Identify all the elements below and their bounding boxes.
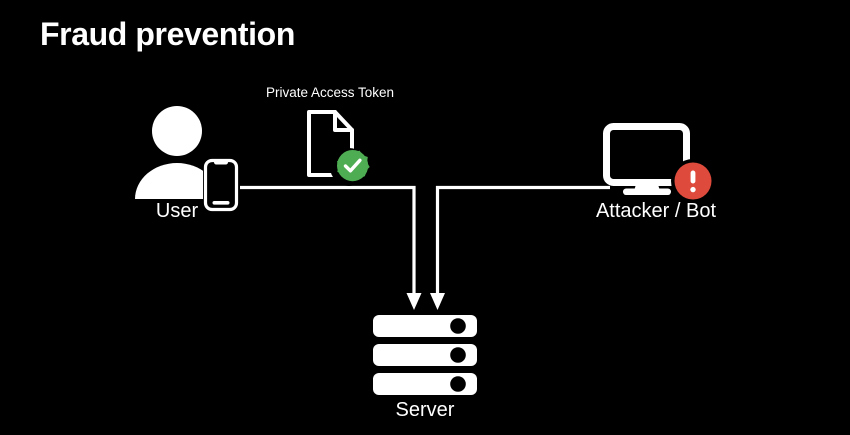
seal-core (337, 150, 369, 182)
page-title: Fraud prevention (40, 16, 295, 52)
phone-home-indicator (212, 201, 230, 205)
arrowhead-user-to-server (406, 293, 422, 310)
smartphone-icon (203, 158, 239, 212)
server-label: Server (395, 399, 455, 421)
server-bar-2 (373, 344, 477, 366)
private-access-token-label: Private Access Token (265, 85, 395, 100)
alert-exclamation-dot (690, 186, 696, 193)
green-check-seal-icon (330, 148, 370, 186)
server-rack-icon (373, 315, 477, 395)
monitor-base (623, 188, 671, 195)
arrowhead-attacker-to-server (430, 293, 445, 310)
connector-user-path (240, 185, 416, 296)
server-indicator-3 (450, 376, 466, 392)
server-bar-3 (373, 373, 477, 395)
user-person-icon (135, 106, 219, 199)
red-exclamation-icon (671, 159, 715, 203)
server-rack-unit (373, 373, 477, 395)
server-bar-1 (373, 315, 477, 337)
seal-check-mark (343, 158, 362, 173)
user-head (152, 106, 202, 156)
user-label: User (155, 200, 199, 222)
document-fold-corner (333, 110, 354, 132)
server-indicator-1 (450, 318, 466, 334)
user-body (135, 163, 219, 199)
connector-attacker-path (435, 185, 610, 296)
attacker-bot-label: Attacker / Bot (595, 200, 717, 222)
connector-attacker-to-server (430, 185, 610, 310)
server-rack-unit (373, 315, 477, 337)
server-rack-unit (373, 344, 477, 366)
phone-knockout (203, 158, 239, 212)
server-indicator-2 (450, 347, 466, 363)
connector-user-to-server (240, 185, 422, 310)
desktop-monitor-icon (603, 123, 690, 195)
alert-exclamation-stem (690, 170, 696, 184)
phone-notch (214, 160, 228, 165)
